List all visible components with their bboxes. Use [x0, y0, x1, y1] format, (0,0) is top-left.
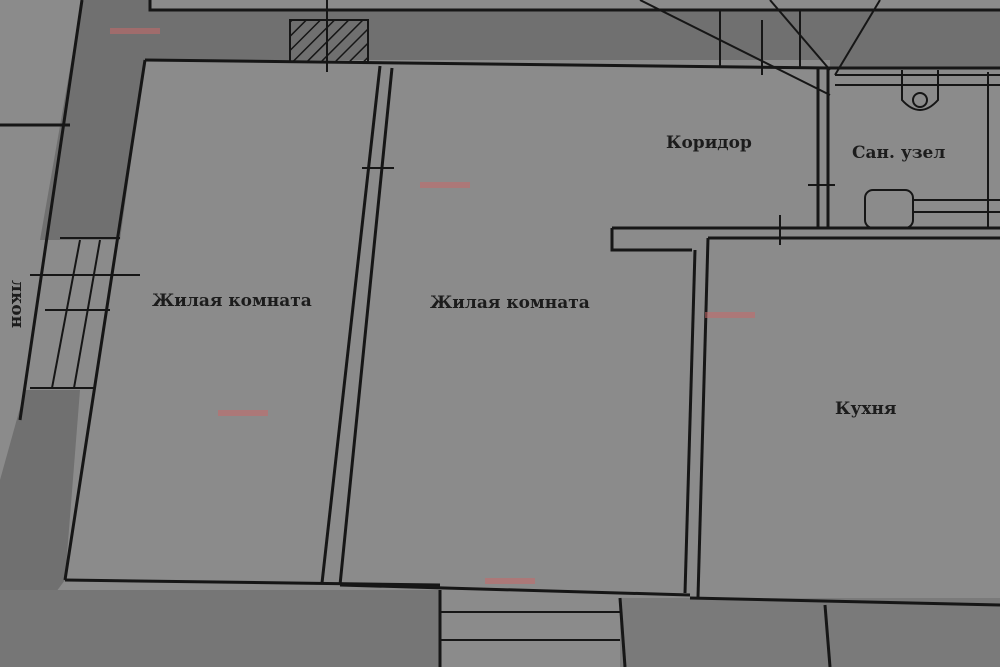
room-label-bathroom: Сан. узел: [852, 143, 945, 163]
hatched-column: [289, 19, 369, 63]
room-label-living-room-2: Жилая комната: [430, 293, 590, 313]
room-label-corridor: Коридор: [666, 133, 752, 153]
room-label-living-room-1: Жилая комната: [152, 291, 312, 311]
watermarks: [110, 28, 755, 584]
balcony-label: лкон: [7, 280, 27, 328]
room-label-kitchen: Кухня: [835, 399, 896, 419]
